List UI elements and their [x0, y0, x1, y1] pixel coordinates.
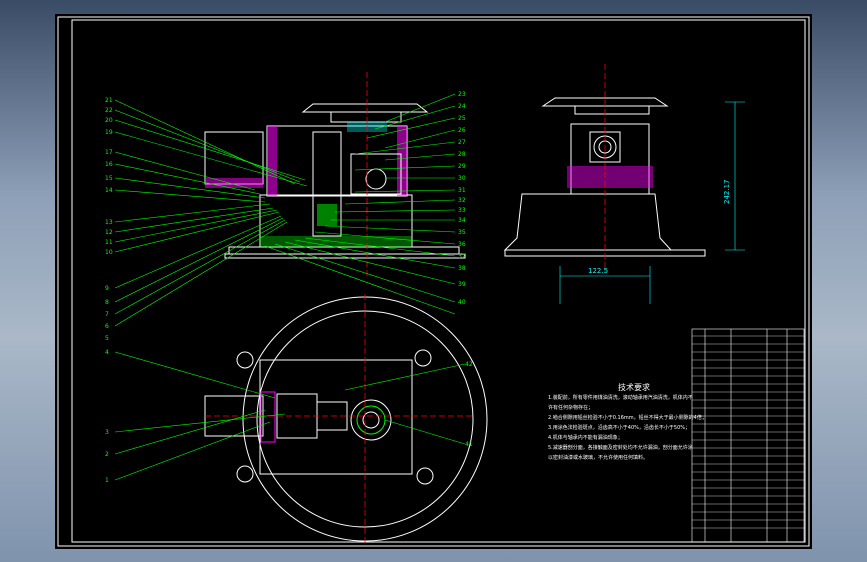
balloon-number: 8 [105, 299, 109, 306]
tech-note-line: 许有任何杂物存在； [548, 405, 594, 411]
leaders-plan [114, 351, 466, 481]
title-block [691, 328, 805, 543]
balloon-number: 37 [458, 253, 466, 260]
balloon-number: 31 [458, 187, 466, 194]
balloon-number: 19 [105, 129, 113, 136]
tech-note-line: 3.用涂色法检验斑点，沿齿高不小于40%，沿齿长不小于50%； [548, 425, 690, 431]
balloon-number: 10 [105, 249, 113, 256]
balloon-number: 32 [458, 197, 466, 204]
balloon-number: 30 [458, 175, 466, 182]
balloon-number: 28 [458, 151, 466, 158]
balloon-number: 9 [105, 285, 109, 292]
balloon-number: 5 [105, 335, 109, 342]
cad-drawing: 122.5 242.17 [57, 16, 810, 547]
balloon-number: 39 [458, 281, 466, 288]
balloon-number: 29 [458, 163, 466, 170]
balloon-number: 33 [458, 207, 466, 214]
balloon-number: 35 [458, 229, 466, 236]
balloon-number: 1 [105, 477, 109, 484]
balloon-number: 15 [105, 175, 113, 182]
tech-note-line: 2.啮合侧隙用铅丝检验不小于0.16mm，铅丝不得大于最小侧隙的4倍； [548, 415, 707, 421]
balloon-number: 23 [458, 91, 466, 98]
balloon-number: 40 [458, 299, 466, 306]
tech-note-line: 以密封油漆或水玻璃，不允许使用任何填料。 [548, 455, 649, 461]
balloon-number: 42 [465, 361, 473, 368]
leaders-front-left [114, 99, 308, 327]
dim-vertical: 242.17 [723, 180, 731, 205]
balloon-number: 27 [458, 139, 466, 146]
inner-frame [71, 19, 806, 543]
balloon-number: 2 [105, 451, 109, 458]
drawing-sheet: 122.5 242.17 [55, 14, 812, 549]
balloon-number: 17 [105, 149, 113, 156]
balloon-number: 11 [105, 239, 113, 246]
balloon-labels: 2122201917161514131211109876523242526272… [105, 91, 473, 484]
balloon-number: 24 [458, 103, 466, 110]
tech-note-line: 1.装配前，所有零件用煤油清洗，滚动轴承用汽油清洗，机体内不 [548, 395, 693, 401]
dim-horizontal: 122.5 [588, 267, 608, 275]
outer-frame [57, 16, 810, 547]
balloon-number: 6 [105, 323, 109, 330]
tech-notes-title: 技术要求 [618, 383, 650, 392]
tech-note-line: 5.减速器剖分面，各接触面及密封处均不允许漏油，剖分面允许涂 [548, 445, 693, 451]
balloon-number: 21 [105, 97, 113, 104]
balloon-number: 41 [465, 441, 473, 448]
balloon-number: 16 [105, 161, 113, 168]
balloon-number: 3 [105, 429, 109, 436]
balloon-number: 38 [458, 265, 466, 272]
title-block-rows [692, 335, 804, 529]
side-dimensions [559, 101, 745, 304]
plan-view [204, 294, 488, 544]
tech-note-line: 4.机体与轴承内不能有漏油现象； [548, 435, 623, 441]
balloon-number: 13 [105, 219, 113, 226]
balloon-number: 36 [458, 241, 466, 248]
balloon-number: 14 [105, 187, 113, 194]
balloon-number: 4 [105, 349, 109, 356]
balloon-number: 22 [105, 107, 113, 114]
balloon-number: 25 [458, 115, 466, 122]
balloon-number: 34 [458, 217, 466, 224]
balloon-number: 7 [105, 311, 109, 318]
balloon-number: 20 [105, 117, 113, 124]
side-view [503, 64, 706, 272]
balloon-number: 26 [458, 127, 466, 134]
balloon-number: 12 [105, 229, 113, 236]
leaders-front-right [264, 93, 456, 315]
